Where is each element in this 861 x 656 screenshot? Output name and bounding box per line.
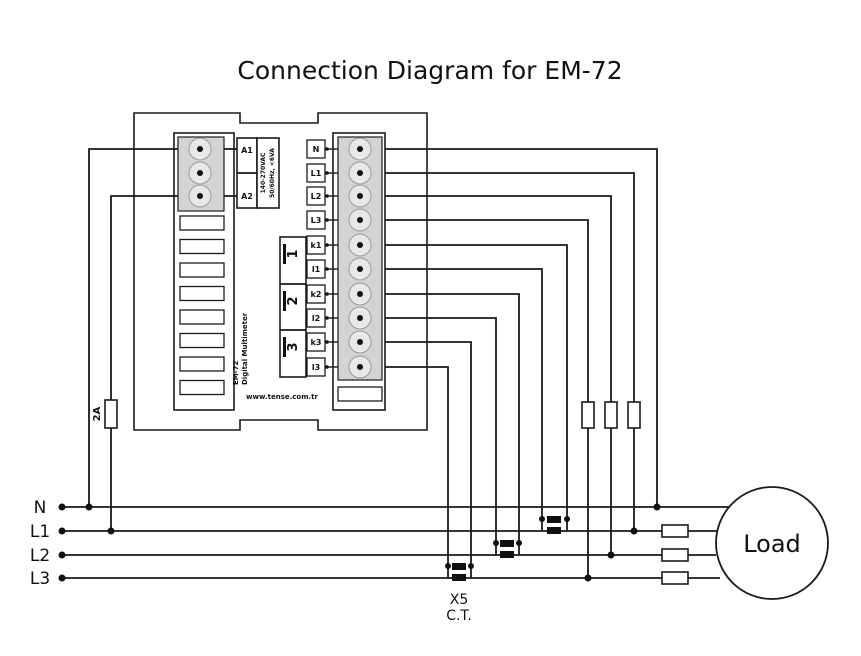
group-label-3: 3	[286, 342, 301, 351]
terminal-label-l1: l1	[312, 265, 321, 274]
terminal-label-a1: A1	[241, 146, 253, 155]
ct-group-labels: 1 2 3	[279, 236, 307, 378]
ct-ratio-label: X5	[450, 592, 469, 608]
junction-dots	[58, 503, 661, 582]
supply-fuse	[104, 399, 118, 429]
terminal-label-l3: L3	[311, 216, 322, 225]
empty-slot	[179, 309, 225, 325]
bus-label-n: N	[34, 498, 47, 518]
empty-slot	[179, 285, 225, 302]
ct-label: C.T.	[446, 608, 472, 624]
device-website: www.tense.com.tr	[246, 393, 319, 401]
device-name: Digital Multimeter	[241, 312, 249, 385]
screw-dot	[357, 291, 363, 297]
bus-label-l1: L1	[30, 522, 50, 542]
current-transformer-l1	[539, 516, 570, 534]
fuse-rating: 2A	[92, 406, 103, 421]
empty-slot	[179, 332, 225, 349]
line-fuse-l1	[661, 524, 689, 538]
screw-dot	[197, 170, 203, 176]
screw-dot	[357, 339, 363, 345]
empty-slot	[179, 356, 225, 372]
terminal-label-a2: A2	[241, 192, 253, 201]
empty-slot	[179, 262, 225, 278]
terminal-label-k2: k2	[311, 290, 322, 299]
current-transformer-l3	[445, 563, 474, 581]
terminal-label-l1: L1	[311, 169, 322, 178]
load-label: Load	[743, 530, 801, 558]
bus-label-l2: L2	[30, 546, 50, 566]
empty-slot	[179, 379, 225, 396]
line-fuse-l2	[661, 548, 689, 562]
screw-dot	[197, 193, 203, 199]
group-label-1: 1	[286, 249, 301, 258]
screw-dot	[357, 266, 363, 272]
voltage-fuse-l2	[604, 401, 618, 429]
terminal-label-n: N	[313, 145, 320, 154]
screw-dot	[197, 146, 203, 152]
terminal-label-l3: l3	[312, 363, 320, 372]
empty-slot	[179, 215, 225, 231]
voltage-fuse-l1	[627, 401, 641, 429]
empty-slot	[179, 238, 225, 255]
line-fuse-l3	[661, 571, 689, 585]
terminal-label-k3: k3	[311, 338, 322, 347]
current-transformer-l2	[493, 540, 522, 558]
screw-dot	[357, 315, 363, 321]
screw-dot	[357, 170, 363, 176]
terminal-label-k1: k1	[311, 241, 322, 250]
screw-dot	[357, 193, 363, 199]
group-label-2: 2	[286, 296, 301, 305]
screw-dot	[357, 242, 363, 248]
diagram-title: Connection Diagram for EM-72	[237, 56, 622, 85]
terminal-label-l2: l2	[312, 314, 320, 323]
empty-slot	[337, 386, 383, 402]
supply-rating-frequency: 50/60Hz, <6VA	[269, 148, 276, 198]
load-circle	[715, 486, 829, 600]
screw-dot	[357, 217, 363, 223]
voltage-fuse-l3	[581, 401, 595, 429]
terminal-label-l2: L2	[311, 192, 322, 201]
screw-dot	[357, 146, 363, 152]
device-model: EM-72	[232, 360, 240, 385]
bus-label-l3: L3	[30, 569, 50, 589]
supply-rating-voltage: 140-270VAC	[260, 152, 267, 193]
screw-dot	[357, 364, 363, 370]
